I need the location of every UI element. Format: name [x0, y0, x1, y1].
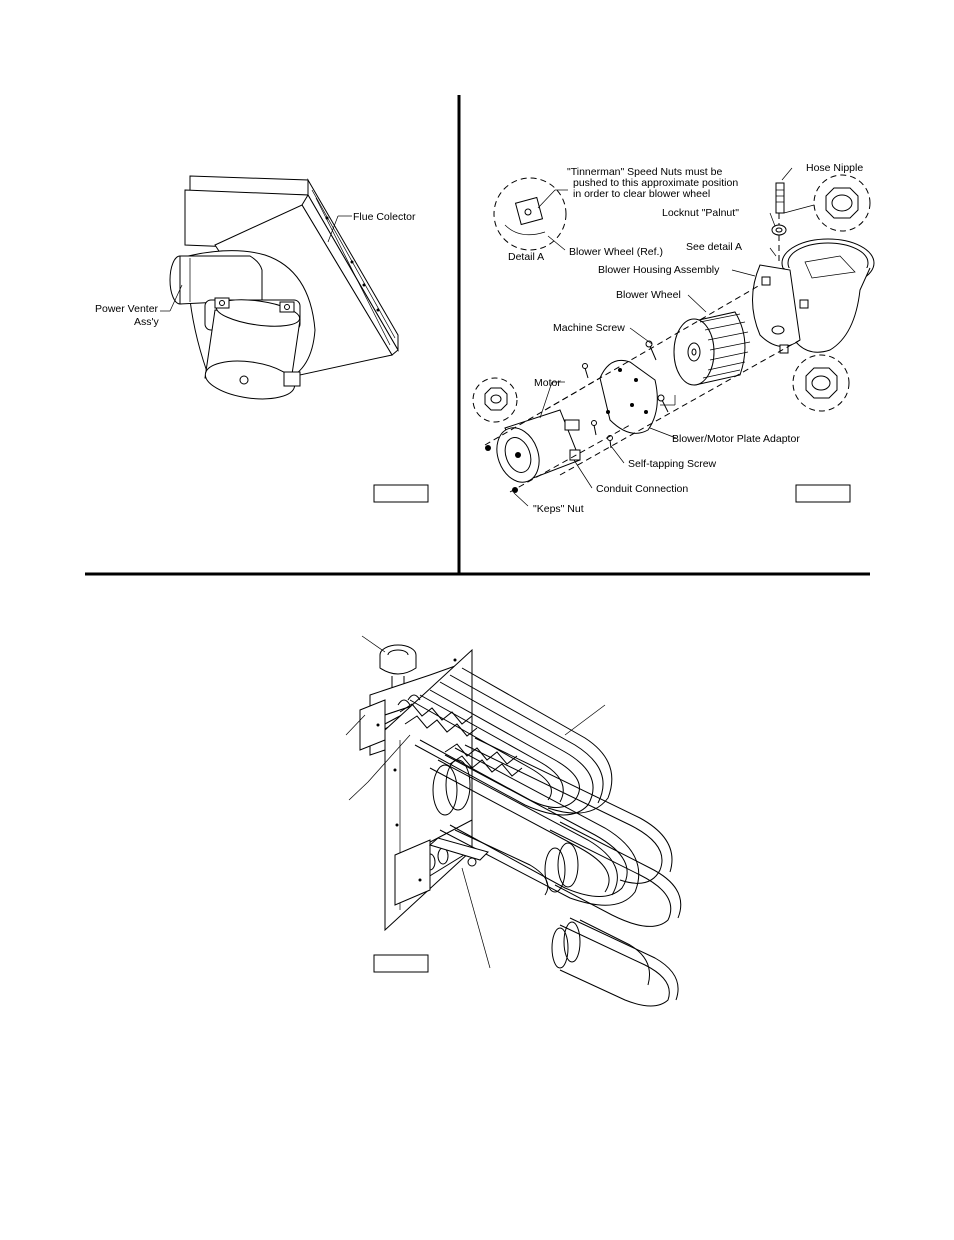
power-venter-label: Power Venter — [95, 303, 159, 315]
figure-number-box-left — [373, 484, 429, 503]
tinnerman-note-line3: in order to clear blower wheel — [573, 188, 710, 200]
figure-number-box-right — [795, 484, 851, 503]
power-venter-illustration — [169, 175, 399, 400]
blower-housing-assembly-label: Blower Housing Assembly — [598, 264, 720, 276]
keps-nut-label: "Keps" Nut — [533, 503, 584, 515]
motor-label: Motor — [534, 377, 561, 389]
right-figure-leaders — [513, 167, 815, 507]
self-tapping-screw-label: Self-tapping Screw — [628, 458, 717, 470]
flue-collector-label: Flue Colector — [353, 211, 416, 223]
tinnerman-note-line1: "Tinnerman" Speed Nuts must be — [567, 166, 722, 178]
hose-nipple-label: Hose Nipple — [806, 162, 863, 174]
bottom-figure-leaders — [345, 635, 606, 969]
machine-screw-label: Machine Screw — [553, 322, 625, 334]
heat-exchanger-illustration — [359, 644, 682, 1007]
power-venter-assy-label: Ass'y — [134, 316, 160, 328]
blower-exploded-illustration — [472, 174, 875, 493]
tinnerman-note-line2: pushed to this approximate position — [573, 177, 738, 189]
blower-wheel-label: Blower Wheel — [616, 289, 681, 301]
figure-number-box-bottom — [373, 954, 429, 973]
blower-wheel-ref-label: Blower Wheel (Ref.) — [569, 246, 663, 258]
conduit-connection-label: Conduit Connection — [596, 483, 688, 495]
locknut-palnut-label: Locknut "Palnut" — [662, 207, 739, 219]
detail-a-label: Detail A — [508, 251, 544, 263]
blower-motor-plate-adaptor-label: Blower/Motor Plate Adaptor — [672, 433, 800, 445]
see-detail-a-label: See detail A — [686, 241, 742, 253]
